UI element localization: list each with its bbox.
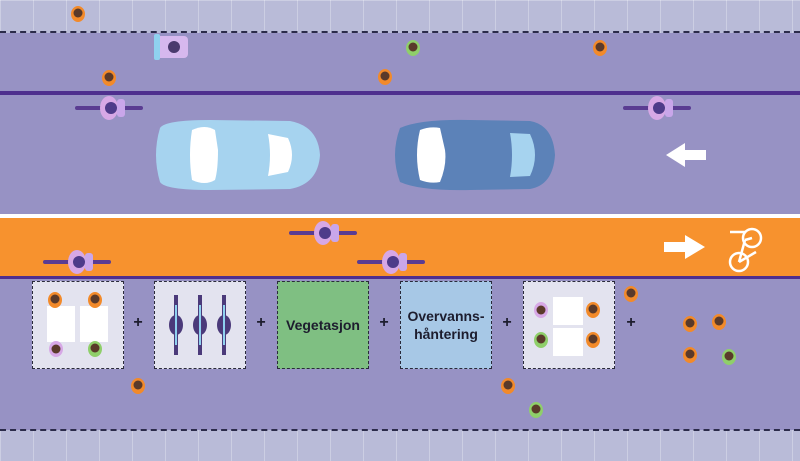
bicycle-icon: [728, 227, 763, 273]
cyclist-icon: [43, 250, 111, 274]
car-light-blue-icon: [156, 120, 320, 190]
pedestrian-icon: [71, 6, 85, 22]
pedestrian-icon: [529, 402, 543, 418]
pedestrian-icon: [378, 69, 392, 85]
pedestrian-icon: [501, 378, 515, 394]
pedestrian-icon: [131, 378, 145, 394]
seating-group-icon: [47, 292, 108, 357]
stormwater-label-line1: Overvanns-: [407, 308, 485, 324]
arrow-right-icon: [664, 235, 705, 259]
pedestrian-icon: [624, 286, 638, 302]
vegetation-label: Vegetasjon: [286, 317, 360, 333]
seating-group-icon: [534, 297, 600, 356]
pedestrian-icon: [593, 40, 607, 56]
pedestrian-icon: [406, 40, 420, 56]
bike-parking-icon: [169, 295, 231, 355]
cyclist-icon: [289, 221, 357, 245]
arrow-left-icon: [666, 143, 706, 167]
stormwater-box: Overvanns- håntering: [400, 281, 492, 369]
bike-lane-edge-line: [0, 214, 800, 218]
pedestrian-icon: [722, 349, 736, 365]
cyclist-icon: [357, 250, 425, 274]
stormwater-label: Overvanns- håntering: [403, 307, 488, 343]
plus-sign: +: [133, 314, 143, 331]
pedestrian-icon: [683, 316, 697, 332]
wheelchair-user-icon: [154, 34, 188, 60]
plus-sign: +: [379, 314, 389, 331]
vegetation-box: Vegetasjon: [277, 281, 369, 369]
pedestrian-icon: [102, 70, 116, 86]
car-dark-blue-icon: [395, 119, 555, 191]
pedestrian-icon: [712, 314, 726, 330]
stormwater-label-line2: håntering: [414, 326, 478, 342]
road-lane-divider: [0, 91, 800, 95]
bottom-dashed-boundary: [0, 429, 800, 431]
plus-sign: +: [626, 314, 636, 331]
plus-sign: +: [502, 314, 512, 331]
pedestrian-icon: [683, 347, 697, 363]
bike-lane-curb-line: [0, 276, 800, 279]
cyclist-icon: [623, 96, 691, 120]
road-section: [0, 33, 800, 214]
top-dashed-boundary: [0, 31, 800, 33]
cyclist-icon: [75, 96, 143, 120]
plus-sign: +: [256, 314, 266, 331]
